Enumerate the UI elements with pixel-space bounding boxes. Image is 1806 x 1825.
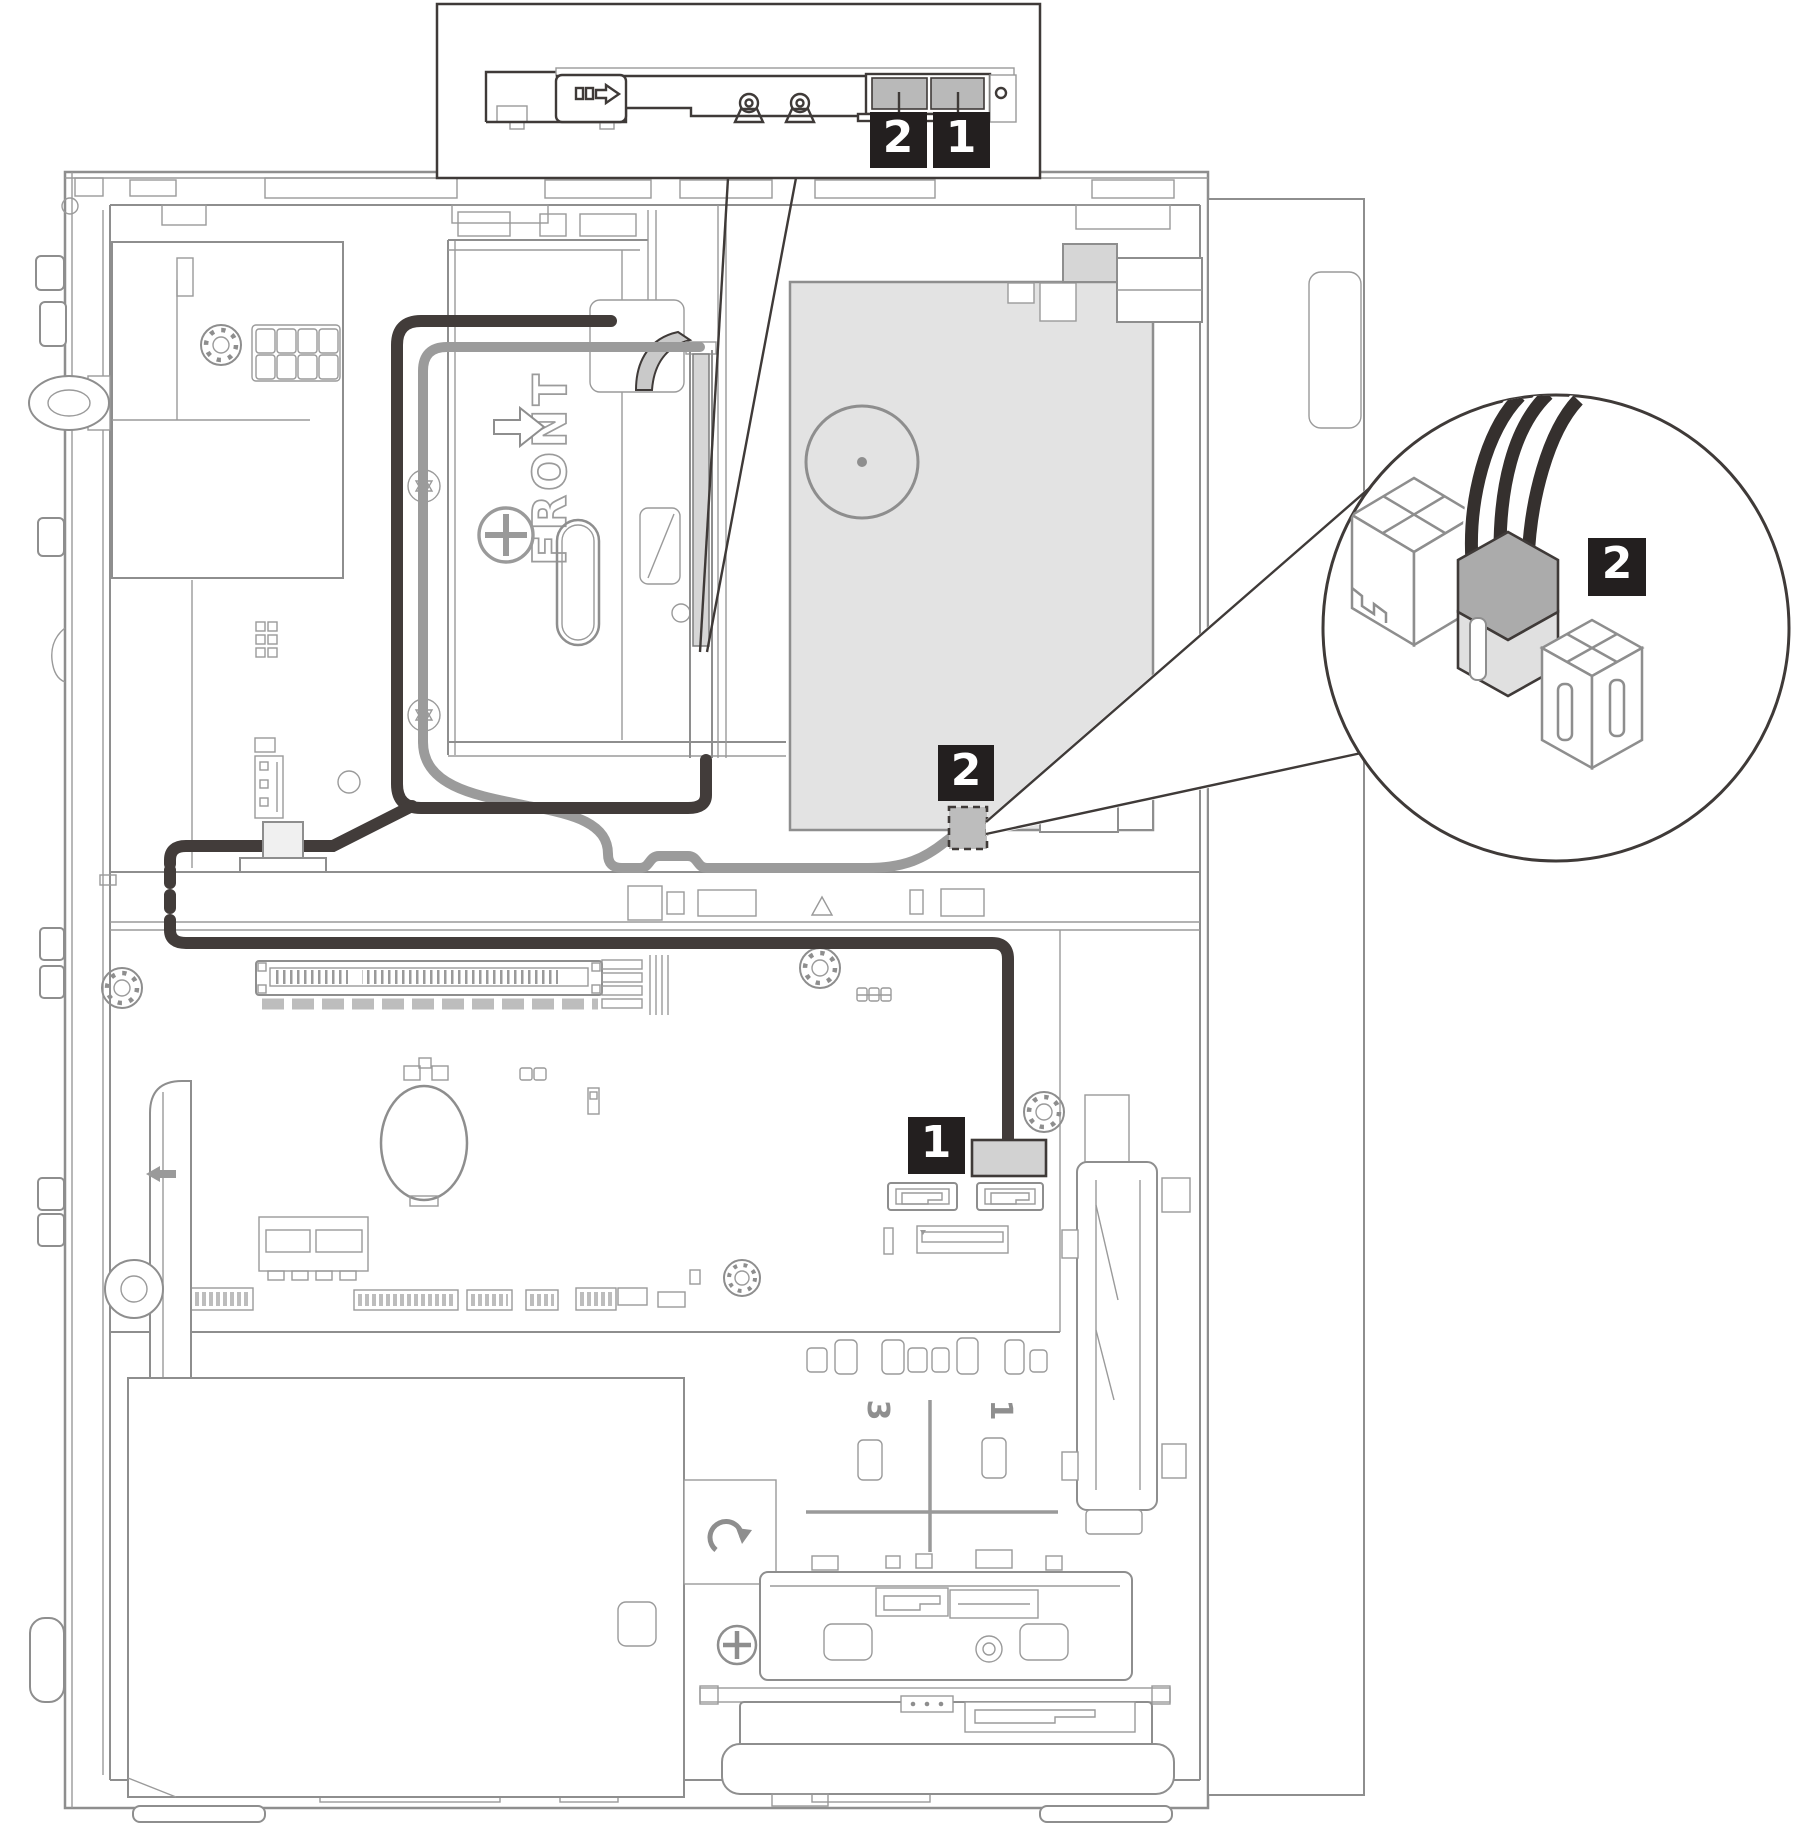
sata-port	[887, 1182, 958, 1211]
magnifier-inset: 2	[985, 393, 1791, 863]
card-guide-bracket	[104, 1080, 192, 1444]
svg-text:1: 1	[921, 1117, 952, 1168]
m2-connector	[258, 1216, 369, 1281]
fan-mount-icon	[723, 1259, 761, 1297]
cable-clip	[239, 821, 327, 873]
front-panel-header	[916, 1225, 1009, 1254]
odd-inset: 2 1	[435, 2, 1042, 653]
power-wire	[1464, 395, 1525, 563]
psu-latch	[1062, 243, 1118, 283]
front-arrow-icon	[493, 405, 546, 449]
psu-8pin-connector	[251, 324, 341, 382]
callout-1-motherboard: 1	[908, 1117, 965, 1174]
cage-oval-slot	[555, 518, 601, 647]
svg-text:2: 2	[951, 745, 982, 796]
side-panel-vent	[1308, 271, 1362, 429]
sata-port	[976, 1182, 1044, 1211]
bay-number-1: 1	[983, 1400, 1018, 1421]
front-panel-controls	[28, 197, 111, 1703]
top-band-stampings	[74, 177, 1175, 230]
cmos-battery	[379, 1057, 469, 1207]
jumper-block	[255, 621, 278, 658]
jumper-2pin	[587, 1087, 600, 1115]
crossmember	[99, 871, 1200, 931]
power-wire	[1521, 395, 1583, 563]
callout-1-inset: 1	[933, 112, 990, 168]
odd-end-cap	[989, 74, 1017, 123]
smd-chip	[856, 987, 892, 1002]
psu-odd-power-connector	[947, 805, 989, 851]
odd-sata-cable	[164, 315, 1014, 1146]
odd-power-plug-3d	[1456, 395, 1585, 698]
card-guide-arrow-icon	[146, 1166, 176, 1182]
fan-mount-icon	[101, 967, 143, 1009]
spare-4pin-receptacle-3d	[1539, 618, 1645, 771]
2pin-header	[254, 737, 276, 753]
fan-mount-icon	[1023, 1091, 1065, 1133]
motherboard	[101, 930, 1065, 1444]
floor-markings: 3 1	[806, 1337, 1058, 1552]
phillips-screw-icon	[477, 506, 535, 564]
fan-header-3pin	[254, 755, 284, 819]
pcie-slot	[255, 955, 669, 1015]
psu-bay-empty	[127, 1377, 685, 1798]
stamped-vent	[639, 507, 681, 585]
phillips-screw-icon	[716, 1624, 758, 1666]
hdd-upper-tray	[617, 1549, 1133, 1681]
fan-mount-icon	[200, 324, 242, 366]
hdd-lower-tray	[699, 1685, 1175, 1807]
hdd-sata-data-connector	[875, 1587, 949, 1617]
callout-2-magnifier: 2	[1588, 538, 1646, 596]
front-fan-duct	[1061, 1094, 1191, 1535]
svg-text:2: 2	[883, 112, 914, 163]
pin-headers	[190, 1269, 701, 1311]
side-panel	[1207, 198, 1365, 1796]
front-marking: FRONT	[523, 370, 577, 566]
smd-chip	[519, 1067, 547, 1081]
mb-sata-cable-connector	[970, 1138, 1048, 1178]
mounting-hole	[337, 770, 361, 794]
odd-latch	[554, 73, 628, 124]
drive-cage: FRONT	[407, 205, 786, 758]
release-panel	[683, 1479, 777, 1585]
upper-left-plate	[111, 241, 361, 819]
chassis-outline	[28, 170, 1365, 1823]
fan-mount-icon	[799, 947, 841, 989]
hdd-sata-connector	[964, 1701, 1136, 1733]
odd-bracket	[685, 341, 717, 758]
callout-2-psu: 2	[938, 745, 994, 801]
odd-screw-boss	[733, 92, 765, 124]
psu-center-dot	[857, 457, 867, 467]
odd-screw-boss	[784, 92, 816, 124]
callout-2-inset: 2	[870, 112, 927, 168]
svg-text:1: 1	[946, 112, 977, 163]
bay-number-3: 3	[860, 1400, 895, 1421]
svg-text:2: 2	[1602, 538, 1633, 589]
chassis-foot	[132, 1805, 266, 1823]
power-wire	[1493, 395, 1553, 551]
chassis-foot	[1039, 1805, 1173, 1823]
odd-latch-lever	[634, 330, 693, 391]
odd-eject-arrow-icon	[594, 82, 622, 106]
